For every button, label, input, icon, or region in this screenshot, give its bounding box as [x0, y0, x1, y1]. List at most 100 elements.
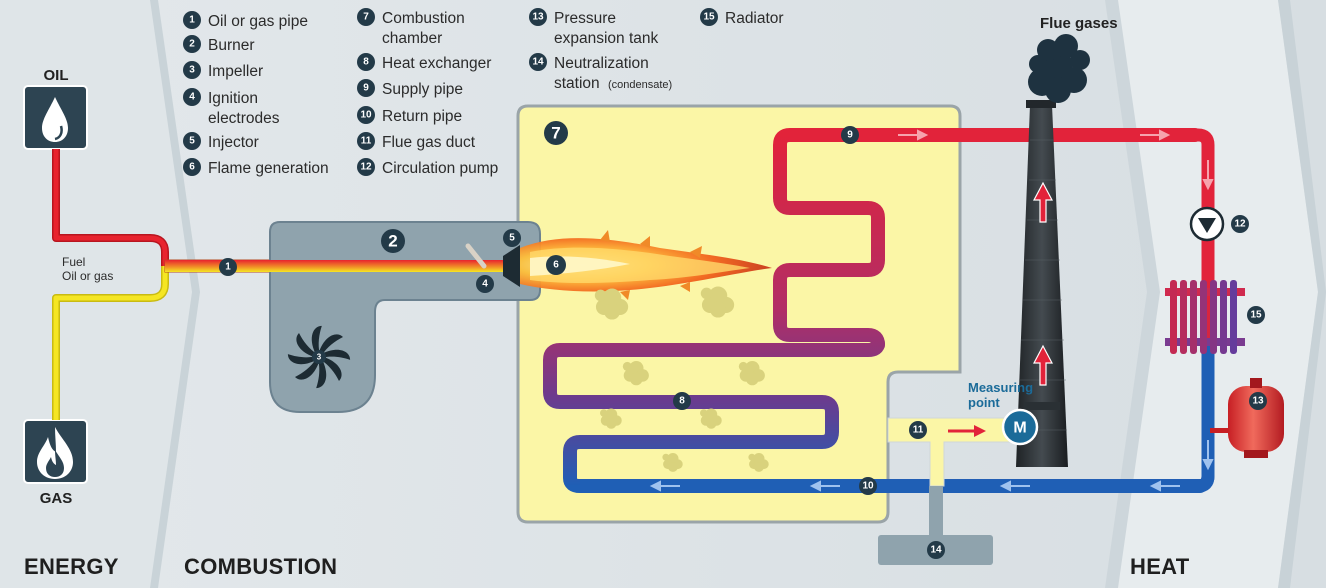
legend-text-line2: electrodes [208, 110, 280, 127]
oil-label: OIL [44, 67, 69, 84]
badge-circle [503, 229, 521, 247]
legend-badge [357, 158, 375, 176]
oil-drop-icon [42, 97, 68, 142]
legend-badge [357, 53, 375, 71]
diagram-badge-11: 11 [909, 421, 927, 439]
badge-number: 13 [1252, 396, 1264, 407]
legend-badge [183, 132, 201, 150]
legend-text: Pressure [554, 10, 616, 27]
legend-text: Flame generation [208, 160, 329, 177]
diagram-badge-4: 4 [476, 275, 494, 293]
injector-nozzle [503, 245, 520, 287]
gas-flame-icon [37, 427, 73, 479]
ignition-electrode [465, 243, 487, 269]
diagram-badge-9: 9 [841, 126, 859, 144]
legend-number: 7 [363, 12, 369, 23]
heat-exchanger-coil [543, 128, 1207, 493]
legend-badge [529, 53, 547, 71]
badge-number: 2 [388, 232, 397, 251]
legend-badge [183, 35, 201, 53]
legend-text: Injector [208, 134, 259, 151]
badge-circle [1231, 215, 1249, 233]
badge-circle [544, 121, 568, 145]
legend-badge [357, 79, 375, 97]
legend-badge [183, 158, 201, 176]
diagram-badge-12: 12 [1231, 215, 1249, 233]
diagram-badge-13: 13 [1249, 392, 1267, 410]
legend-number: 1 [189, 15, 195, 26]
fuel-feed-pipe-overlay [165, 260, 503, 272]
measuring-meter-icon: M [1001, 408, 1039, 446]
badge-circle [312, 350, 326, 364]
flue-gases-label: Flue gases [1040, 15, 1118, 32]
chimney-draft-arrows [1033, 181, 1053, 386]
legend-number: 5 [189, 136, 195, 147]
badge-circle [381, 229, 405, 253]
legend-number: 2 [189, 39, 195, 50]
legend-number: 3 [189, 65, 195, 76]
badge-number: 7 [551, 124, 560, 143]
diagram-badge-15: 15 [1247, 306, 1265, 324]
legend-text: Impeller [208, 63, 263, 80]
badge-circle [1249, 392, 1267, 410]
legend-item-5: 5 Injector [183, 132, 259, 151]
legend-text-line2: expansion tank [554, 30, 659, 47]
legend-badge [357, 8, 375, 26]
diagram-badge-3: 3 [312, 350, 326, 364]
legend-item-7: 7 Combustion chamber [357, 8, 465, 47]
legend-number: 8 [363, 57, 369, 68]
gas-label: GAS [40, 490, 73, 507]
supply-flow-arrows [898, 129, 1214, 191]
section-combustion: COMBUSTION [184, 554, 337, 579]
legend-text: Combustion [382, 10, 465, 27]
legend-note: (condensate) [608, 79, 672, 91]
badge-number: 9 [847, 130, 853, 141]
radiator [1165, 280, 1245, 354]
legend-text: Ignition [208, 90, 258, 107]
legend-text: Supply pipe [382, 81, 463, 98]
supply-pipe [790, 128, 1215, 280]
diagram-badge-10: 10 [859, 477, 877, 495]
meter-letter: M [1013, 420, 1026, 437]
badge-number: 1 [225, 262, 231, 273]
legend-number: 11 [361, 136, 372, 147]
diagram-badge-14: 14 [927, 541, 945, 559]
legend-number: 15 [703, 12, 715, 23]
badge-circle [859, 477, 877, 495]
measuring-point-label-line2: point [968, 395, 1000, 410]
legend-badge [183, 61, 201, 79]
legend-badge [183, 88, 201, 106]
legend-badge [357, 132, 375, 150]
badge-circle [841, 126, 859, 144]
badge-circle [909, 421, 927, 439]
measuring-point-label-line1: Measuring [968, 380, 1033, 395]
radiator-fins [1170, 280, 1237, 354]
pressure-expansion-tank [1210, 378, 1284, 458]
condensate-drain [929, 486, 943, 536]
legend-text: Neutralization [554, 55, 649, 72]
legend-number: 6 [189, 162, 195, 173]
legend-badge [529, 8, 547, 26]
badge-number: 14 [930, 545, 942, 556]
return-riser [800, 280, 1215, 493]
section-heat: HEAT [1130, 554, 1190, 579]
legend-text: Circulation pump [382, 160, 498, 177]
badge-number: 12 [1234, 219, 1246, 230]
legend-number: 4 [189, 92, 195, 103]
legend-badge [700, 8, 718, 26]
legend-text-line2: chamber [382, 30, 442, 47]
legend-text: Oil or gas pipe [208, 13, 308, 30]
legend-badge [183, 11, 201, 29]
return-flow-arrows [649, 440, 1214, 492]
